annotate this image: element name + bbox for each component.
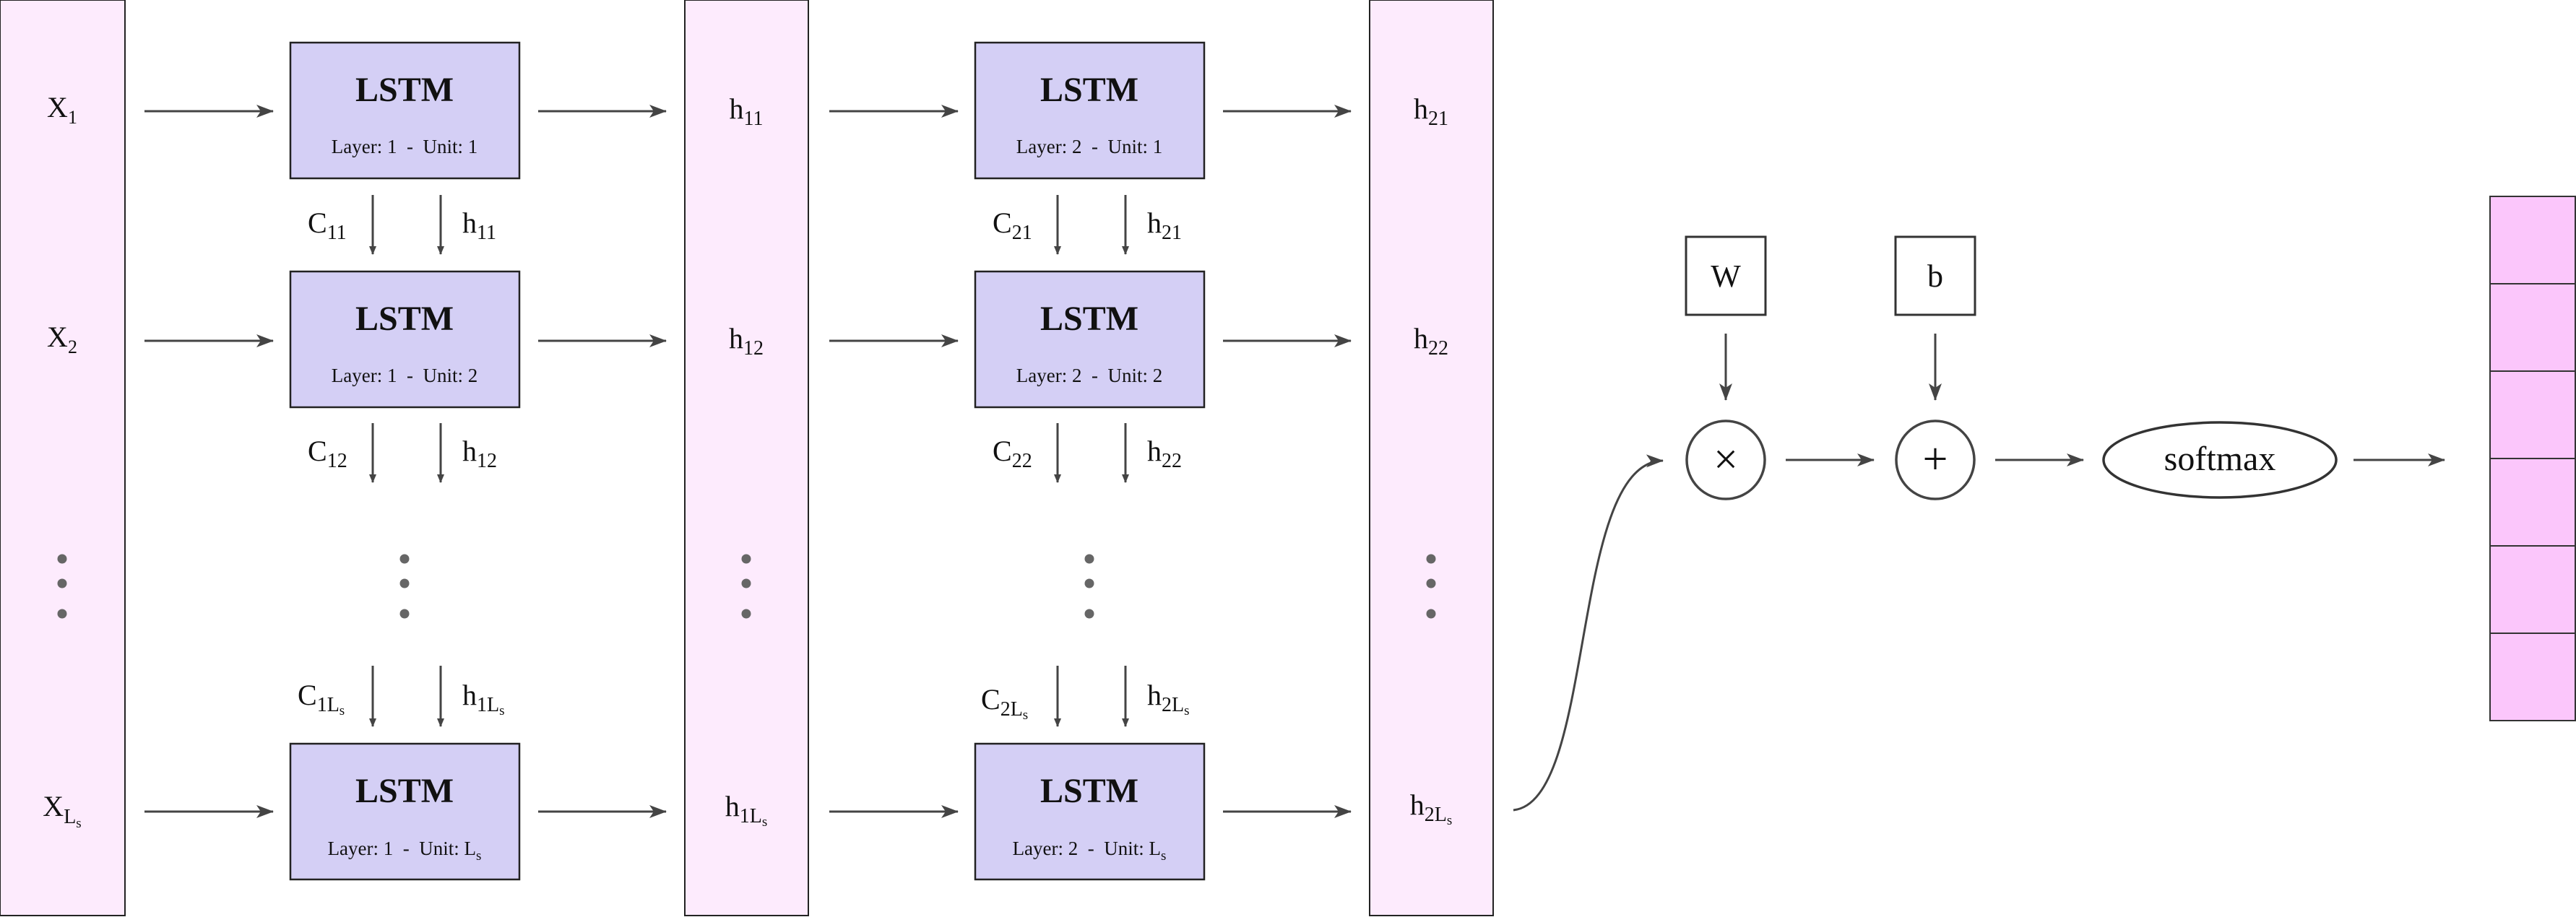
- lstm-title: LSTM: [1040, 300, 1138, 338]
- softmax-node: softmax: [2102, 421, 2338, 499]
- hidden-state-h2l-label: h2Ls: [1147, 679, 1190, 718]
- input-column: [0, 0, 126, 916]
- lstm-unit-layer1-2: LSTM Layer: 1 - Unit: 2: [289, 270, 521, 409]
- lstm-caption: Layer: 2 - Unit: 2: [1016, 365, 1162, 386]
- hidden-state-h12-label: h12: [462, 435, 497, 472]
- multiply-icon: ×: [1685, 420, 1766, 500]
- hidden-state-h11-label: h11: [462, 207, 496, 244]
- hidden-state-h22-label: h22: [1147, 435, 1182, 472]
- output-vector: [2489, 196, 2576, 721]
- lstm-unit-layer1-l: LSTM Layer: 1 - Unit: Ls: [289, 742, 521, 881]
- cell-state-c2l-label: C2Ls: [981, 683, 1028, 723]
- add-icon: +: [1895, 420, 1976, 500]
- layer1-output-column: [684, 0, 809, 916]
- lstm-caption: Layer: 1 - Unit: Ls: [328, 838, 482, 864]
- cell-state-c22-label: C22: [993, 435, 1032, 472]
- input-xl-label: XLs: [43, 790, 81, 831]
- layer2-output-h22: h22: [1414, 322, 1448, 360]
- weight-box: W: [1685, 235, 1767, 316]
- cell-state-c11-label: C11: [308, 207, 347, 244]
- svg-text:×: ×: [1713, 435, 1738, 483]
- softmax-label: softmax: [2164, 440, 2276, 478]
- layer1-output-h11: h11: [730, 92, 764, 130]
- input-x1-label: X1: [47, 91, 77, 128]
- layer2-ellipsis: [1084, 554, 1094, 619]
- lstm-title: LSTM: [355, 71, 454, 109]
- lstm-unit-layer1-1: LSTM Layer: 1 - Unit: 1: [289, 41, 521, 180]
- layer2-output-h21: h21: [1414, 92, 1448, 130]
- arrow-h2l-to-multiply: [1513, 454, 1664, 812]
- layer1-state-arrows: [369, 195, 444, 727]
- lstm-title: LSTM: [1040, 772, 1138, 810]
- layer1-output-h1l: h1Ls: [725, 790, 768, 830]
- cell-state-c1l-label: C1Ls: [298, 679, 345, 718]
- svg-text:+: +: [1923, 435, 1948, 484]
- layer2-output-ellipsis: [1426, 554, 1436, 619]
- lstm-caption: Layer: 2 - Unit: Ls: [1013, 838, 1167, 864]
- lstm-title: LSTM: [355, 300, 454, 338]
- lstm-unit-layer2-1: LSTM Layer: 2 - Unit: 1: [974, 41, 1206, 180]
- bias-box: b: [1894, 235, 1976, 316]
- cell-state-c12-label: C12: [308, 435, 347, 472]
- input-x2-label: X2: [47, 321, 77, 357]
- hidden-state-h1l-label: h1Ls: [462, 679, 505, 718]
- input-column-ellipsis: [57, 554, 67, 619]
- layer1-output-h12: h12: [729, 322, 764, 360]
- layer2-state-arrows: [1054, 195, 1129, 727]
- lstm-unit-layer2-l: LSTM Layer: 2 - Unit: Ls: [974, 742, 1206, 881]
- lstm-unit-layer2-2: LSTM Layer: 2 - Unit: 2: [974, 270, 1206, 409]
- layer2-output-h2l: h2Ls: [1410, 788, 1453, 828]
- lstm-caption: Layer: 2 - Unit: 1: [1016, 136, 1162, 157]
- lstm-title: LSTM: [1040, 71, 1138, 109]
- lstm-caption: Layer: 1 - Unit: 2: [332, 365, 477, 386]
- lstm-caption: Layer: 1 - Unit: 1: [332, 136, 477, 157]
- weight-label: W: [1711, 258, 1741, 294]
- bias-label: b: [1927, 258, 1943, 294]
- layer2-output-column: [1369, 0, 1494, 916]
- layer1-ellipsis: [399, 554, 410, 619]
- layer1-output-ellipsis: [741, 554, 751, 619]
- lstm-title: LSTM: [355, 772, 454, 810]
- cell-state-c21-label: C21: [993, 207, 1032, 244]
- hidden-state-h21-label: h21: [1147, 207, 1182, 244]
